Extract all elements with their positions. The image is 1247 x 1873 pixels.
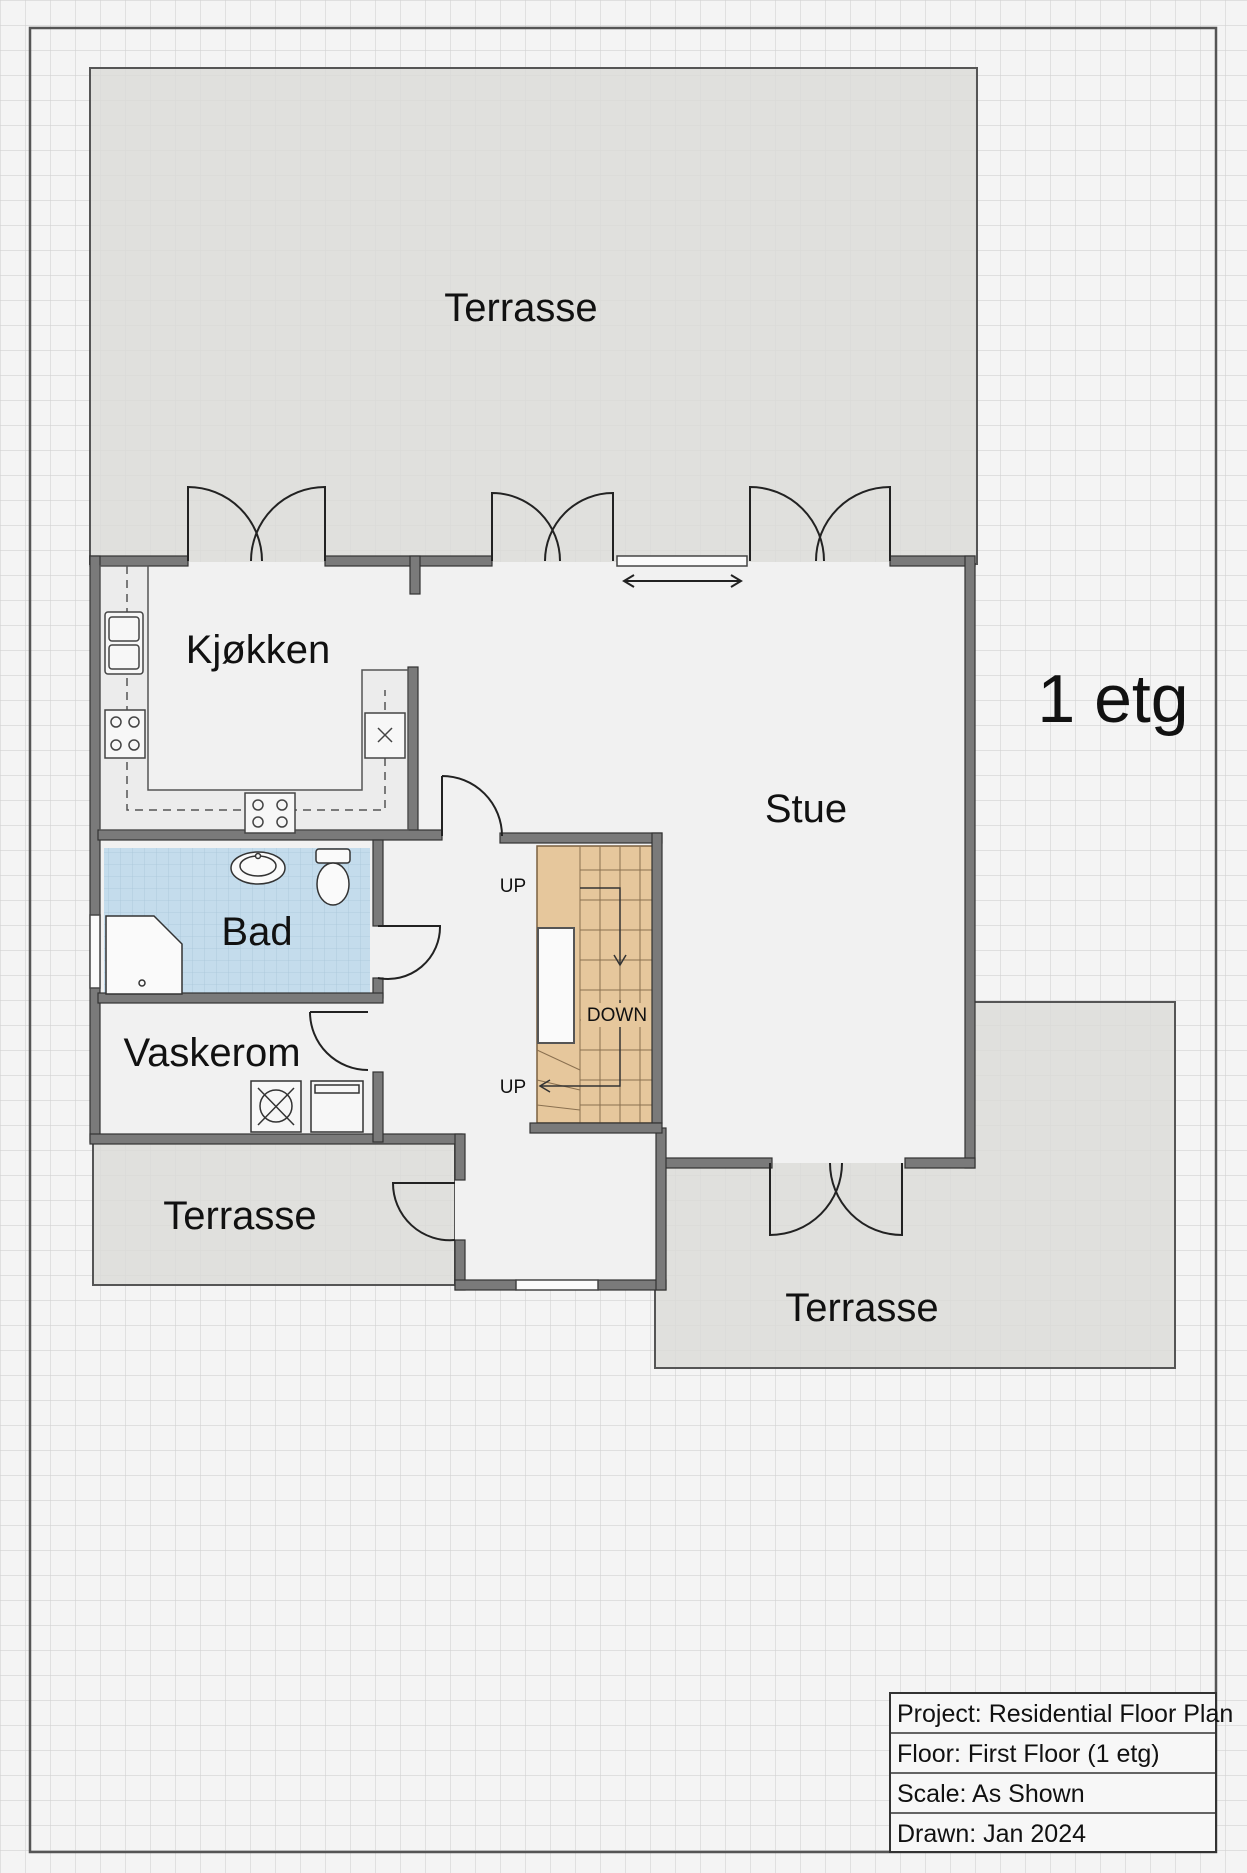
floor-level-label: 1 etg bbox=[1037, 661, 1188, 737]
stair-well bbox=[537, 927, 575, 1044]
terrace-bottom-left bbox=[92, 1142, 456, 1286]
room-label-laundry: Vaskerom bbox=[123, 1031, 300, 1075]
drawing-border bbox=[28, 26, 1218, 1854]
room-label-terrace-bottom-left: Terrasse bbox=[163, 1194, 316, 1238]
room-label-terrace-top: Terrasse bbox=[444, 286, 597, 330]
title-block-scale: Scale: As Shown bbox=[897, 1780, 1085, 1808]
dishwasher bbox=[364, 712, 406, 759]
walls bbox=[89, 555, 976, 1291]
room-label-kitchen: Kjøkken bbox=[186, 628, 331, 672]
laundry-appliances bbox=[250, 1080, 364, 1133]
doors bbox=[187, 485, 903, 1242]
bathroom-fixtures bbox=[105, 848, 351, 995]
staircase bbox=[536, 845, 655, 1124]
title-block-project: Project: Residential Floor Plan bbox=[897, 1700, 1233, 1728]
stair-landing-area bbox=[455, 1148, 663, 1284]
cooktop bbox=[104, 709, 146, 759]
room-label-terrace-bottom-right: Terrasse bbox=[785, 1286, 938, 1330]
stair-up-label-bottom: UP bbox=[500, 1077, 526, 1098]
room-label-bathroom: Bad bbox=[221, 910, 292, 954]
stair-down-label: DOWN bbox=[587, 1005, 647, 1026]
title-block: Project: Residential Floor Plan Floor: F… bbox=[889, 1692, 1233, 1853]
kitchen-sink bbox=[104, 611, 144, 675]
stair-up-label-top: UP bbox=[500, 876, 526, 897]
room-label-living: Stue bbox=[765, 787, 847, 831]
kitchen-counters bbox=[99, 565, 409, 831]
terrace-top bbox=[89, 67, 978, 565]
title-block-drawn: Drawn: Jan 2024 bbox=[897, 1820, 1086, 1848]
title-block-floor: Floor: First Floor (1 etg) bbox=[897, 1740, 1160, 1768]
range-stove bbox=[244, 792, 296, 834]
windows bbox=[89, 555, 748, 1291]
